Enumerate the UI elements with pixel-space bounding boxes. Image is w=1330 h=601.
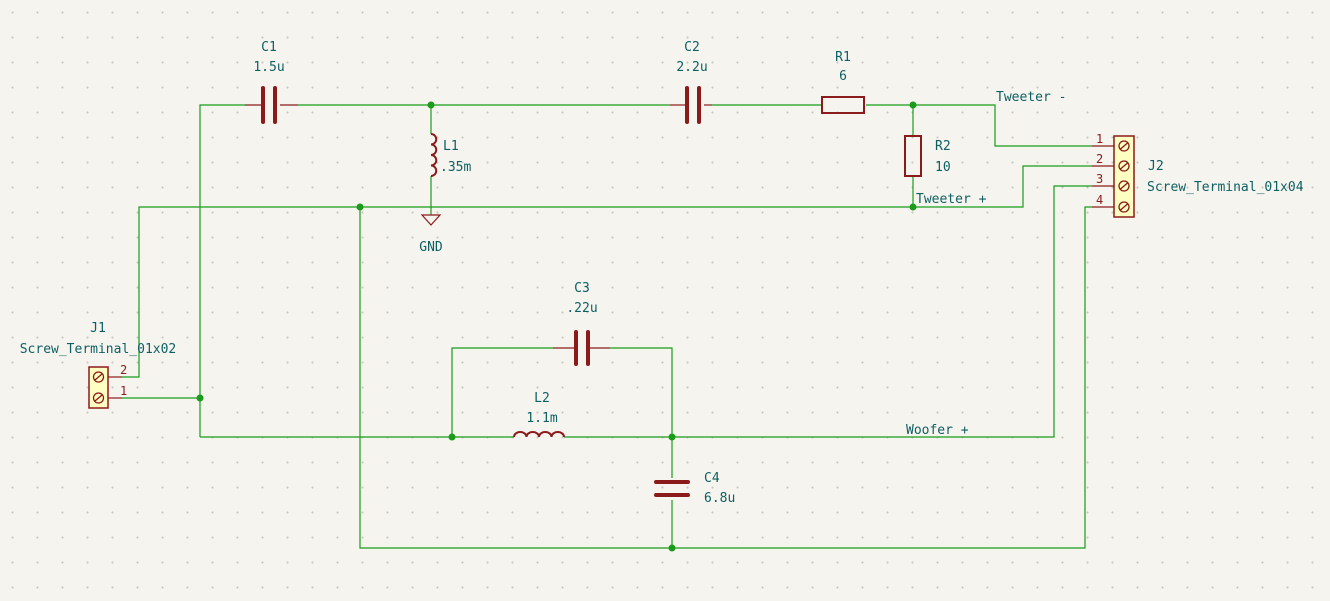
j2-value: Screw_Terminal_01x04 [1147,180,1304,195]
junction-dot [427,101,435,109]
c4-value: 6.8u [704,491,735,506]
gnd-label: GND [419,240,443,255]
r2-value: 10 [935,160,951,175]
l2-value: 1.1m [526,411,557,426]
c3-ref: C3 [574,281,590,296]
net-label-woofer-plus: Woofer + [906,423,969,438]
capacitor-c1[interactable]: C1 1.5u [245,40,298,124]
net-label-tweeter-minus: Tweeter - [996,90,1066,105]
j1-pin-number: 2 [120,363,127,377]
j2-pin-number: 3 [1096,172,1103,186]
wire-gnd-rail [122,165,1092,378]
j2-pin-number: 4 [1096,193,1103,207]
inductor-l2[interactable]: L2 1.1m [513,391,565,438]
l2-ref: L2 [534,391,550,406]
screw-icon [1118,160,1130,172]
wire-c3-right [610,347,673,437]
wire-tweeter-minus [913,104,1092,147]
wire-top-left [199,104,245,398]
resistor-r1[interactable]: R1 6 [821,50,865,114]
j1-pin-number: 1 [120,384,127,398]
wire-woofer-plus [672,185,1092,438]
j2-ref: J2 [1148,159,1164,174]
junction-dot [356,203,364,211]
j1-value: Screw_Terminal_01x02 [20,342,177,357]
r1-ref: R1 [835,50,851,65]
capacitor-c4[interactable]: C4 6.8u [654,471,735,506]
junction-dot [668,544,676,552]
c2-ref: C2 [684,40,700,55]
wire-c3-left [451,347,553,437]
resistor-r2[interactable]: R2 10 [904,135,951,177]
capacitor-c2[interactable]: C2 2.2u [670,40,712,124]
connector-j2[interactable]: 1 2 3 4 J2 Screw_Terminal_01x04 [1092,132,1304,218]
j1-ref: J1 [90,321,106,336]
net-label-tweeter-plus: Tweeter + [916,192,987,207]
screw-icon [92,392,105,404]
capacitor-c3[interactable]: C3 .22u [553,281,610,366]
c3-value: .22u [566,301,597,316]
r2-ref: R2 [935,139,951,154]
wire-return [359,206,1092,549]
screw-icon [92,371,105,383]
junction-dot [196,394,204,402]
ground-symbol[interactable]: GND [419,214,443,255]
c1-ref: C1 [261,40,277,55]
j2-pin-number: 2 [1096,152,1103,166]
junction-dot [909,101,917,109]
junction-dot [668,433,676,441]
junctions [196,101,917,552]
l1-ref: L1 [443,139,459,154]
inductor-l1[interactable]: L1 .35m [430,133,471,177]
junction-dot [448,433,456,441]
screw-icon [1118,140,1130,152]
l1-value: .35m [440,160,471,175]
junction-dot [909,203,917,211]
j2-pin-number: 1 [1096,132,1103,146]
screw-icon [1118,180,1130,192]
c2-value: 2.2u [676,60,707,75]
connector-j1[interactable]: 2 1 J1 Screw_Terminal_01x02 [20,321,177,409]
c4-ref: C4 [704,471,720,486]
c1-value: 1.5u [253,60,284,75]
screw-icon [1118,201,1130,213]
wires [122,104,1092,549]
r1-value: 6 [839,69,847,84]
